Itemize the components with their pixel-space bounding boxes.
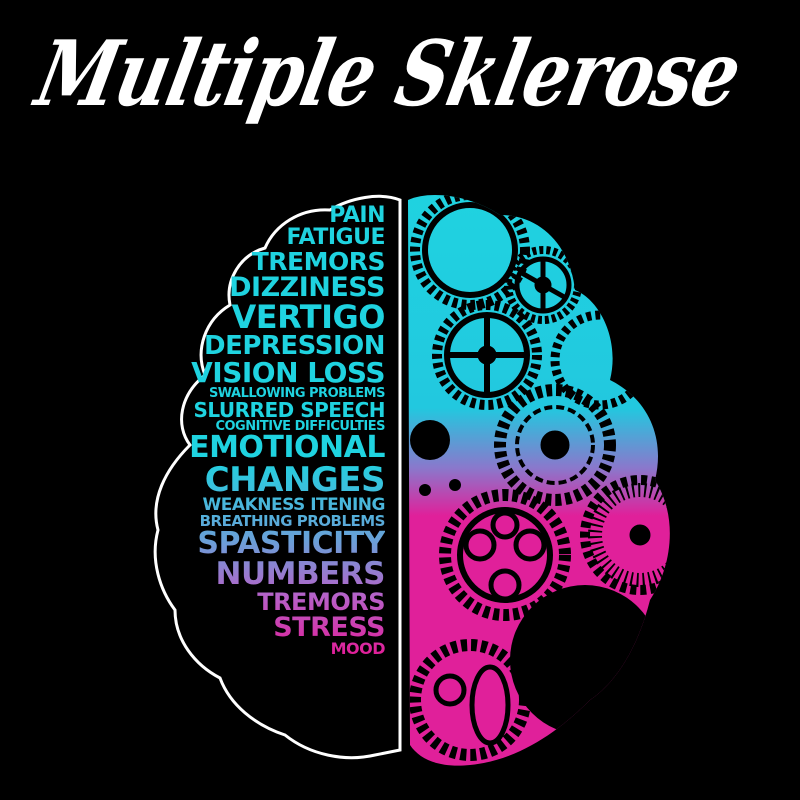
gear-icon — [510, 585, 660, 735]
word-weakness: WEAKNESS ITENING — [145, 497, 386, 514]
word-changes: CHANGES — [145, 463, 386, 497]
word-tremors: TREMORS — [145, 249, 386, 274]
word-vision-loss: VISION LOSS — [145, 359, 385, 387]
word-numbers: NUMBERS — [145, 559, 386, 590]
word-cognitive-difficulties: COGNITIVE DIFFICULTIES — [145, 420, 385, 433]
spoked-wheel-icon — [580, 475, 670, 595]
word-stress: STRESS — [145, 614, 385, 641]
leaf-icon — [410, 420, 450, 460]
word-tremors-2: TREMORS — [145, 590, 385, 614]
word-mood: MOOD — [145, 641, 386, 657]
symptom-word-cloud: PAIN FATIGUE TREMORS DIZZINESS VERTIGO D… — [145, 205, 385, 657]
gear-icon — [409, 639, 531, 761]
gear-icon — [494, 384, 616, 506]
word-dizziness: DIZZINESS — [145, 274, 385, 301]
word-depression: DEPRESSION — [145, 333, 386, 359]
word-emotional: EMOTIONAL — [145, 433, 385, 463]
left-hemisphere-outline — [153, 194, 402, 760]
word-breathing-problems: BREATHING PROBLEMS — [145, 514, 386, 529]
gear-icon — [432, 300, 542, 410]
word-pain: PAIN — [145, 205, 385, 227]
word-spasticity: SPASTICITY — [145, 529, 385, 559]
gear-icon — [410, 195, 530, 310]
gear-icon — [439, 489, 571, 621]
word-fatigue: FATIGUE — [145, 227, 386, 249]
word-swallowing-problems: SWALLOWING PROBLEMS — [145, 387, 386, 400]
word-slurred-speech: SLURRED SPEECH — [145, 400, 385, 420]
word-vertigo: VERTIGO — [145, 301, 385, 333]
